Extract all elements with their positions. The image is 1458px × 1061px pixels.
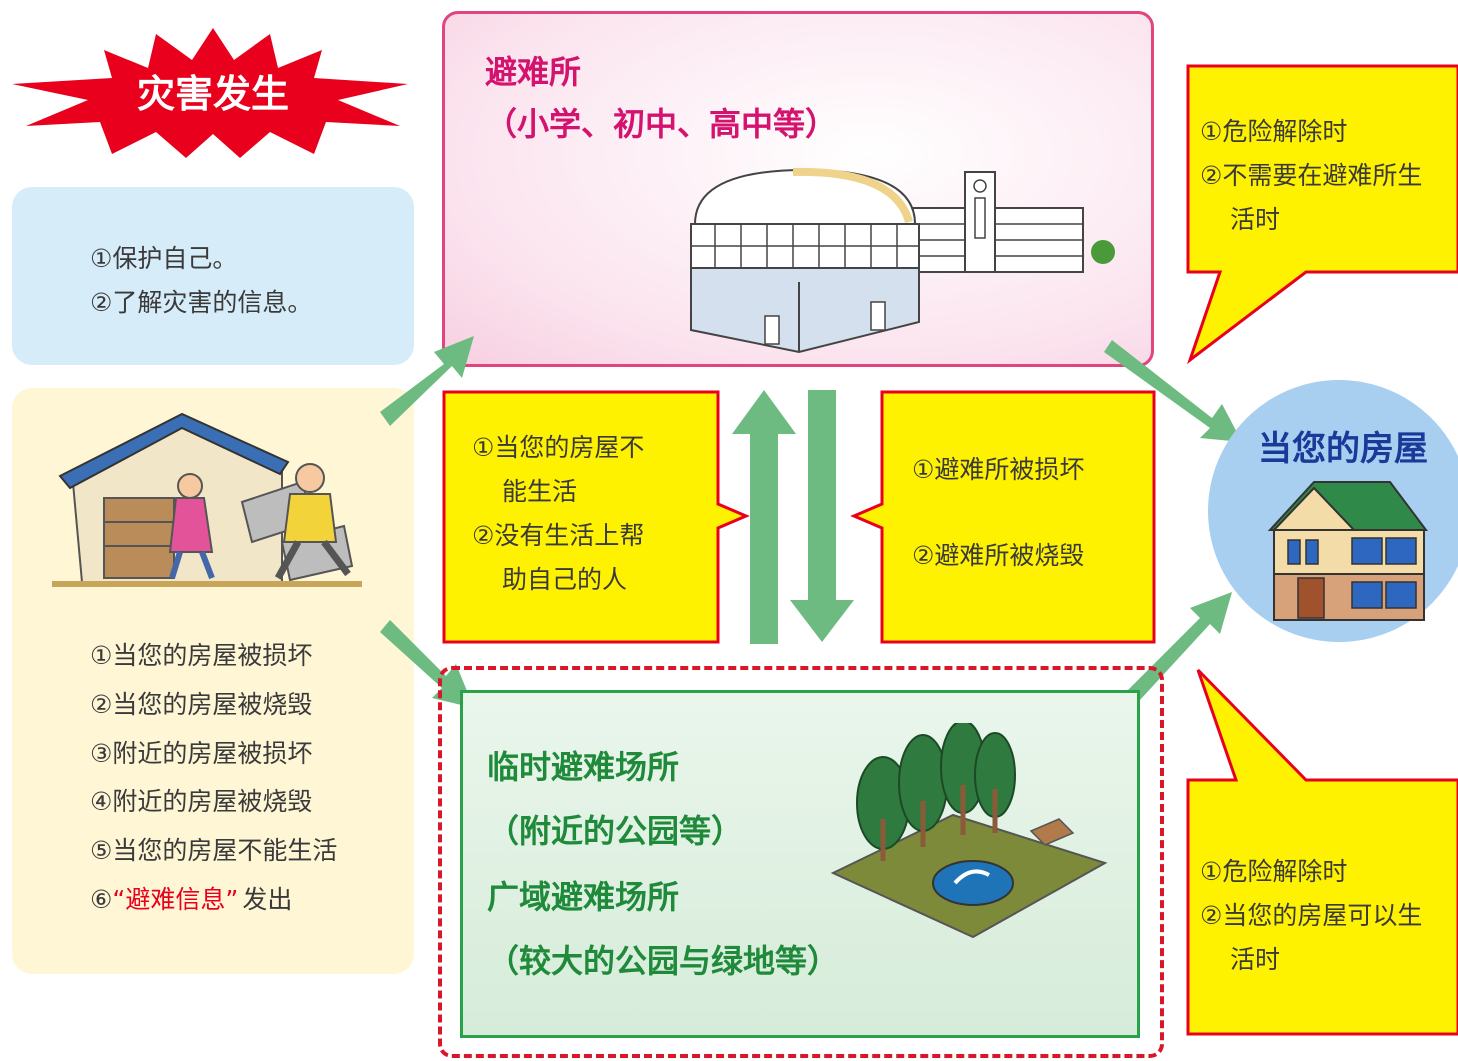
to-shelter-line-1: ①当您的房屋不: [472, 433, 645, 462]
bottom-right-line-1: ①危险解除时: [1200, 857, 1348, 886]
bottom-right-callout-shape: [1186, 668, 1458, 1036]
condition-line-6: ⑥“避难信息”发出: [90, 876, 292, 924]
temporary-area-box: 临时避难场所 （附近的公园等） 广域避难场所 （较大的公园与绿地等）: [460, 690, 1140, 1038]
vertical-arrows: [732, 390, 854, 644]
collapsing-house-illustration: [52, 412, 362, 587]
self-protection-line-2: ②了解灾害的信息。: [90, 288, 313, 317]
condition-line-5: ⑤当您的房屋不能生活: [90, 836, 338, 865]
temp-area-line-4: （较大的公园与绿地等）: [487, 942, 840, 980]
bottom-right-callout: ①危险解除时 ②当您的房屋可以生 活时: [1200, 850, 1422, 982]
self-protection-line-1: ①保护自己。: [90, 244, 238, 273]
temp-area-line-1: 临时避难场所: [487, 748, 680, 786]
to-shelter-callout: ①当您的房屋不 能生活 ②没有生活上帮 助自己的人: [472, 426, 644, 602]
self-protection-box: ①保护自己。 ②了解灾害的信息。: [12, 187, 414, 365]
arrow-shelter-to-home: [1104, 340, 1242, 442]
condition-line-1: ①当您的房屋被损坏: [90, 641, 313, 670]
to-shelter-line-2: 能生活: [502, 477, 578, 506]
shelter-box: 避难所 （小学、初中、高中等）: [442, 11, 1154, 367]
condition-line-6-prefix: ⑥: [90, 885, 113, 914]
top-right-line-3: 活时: [1230, 205, 1281, 234]
bottom-right-line-3: 活时: [1230, 945, 1281, 974]
condition-line-4: ④附近的房屋被烧毁: [90, 787, 313, 816]
top-right-line-2: ②不需要在避难所生: [1200, 161, 1423, 190]
temp-area-line-2: （附近的公园等）: [487, 812, 744, 850]
top-right-callout: ①危险解除时 ②不需要在避难所生 活时: [1200, 110, 1422, 242]
evacuation-info-highlight: “避难信息”: [112, 885, 239, 914]
from-shelter-line-1: ①避难所被损坏: [912, 455, 1085, 484]
from-shelter-line-2: ②避难所被烧毁: [912, 541, 1085, 570]
shelter-title: 避难所: [485, 53, 582, 91]
bottom-right-line-2: ②当您的房屋可以生: [1200, 901, 1423, 930]
home-house-illustration: [1267, 481, 1428, 621]
to-shelter-callout-shape: [442, 390, 750, 644]
condition-line-3: ③附近的房屋被损坏: [90, 739, 313, 768]
disaster-label: 灾害发生: [136, 72, 289, 116]
to-shelter-line-3: ②没有生活上帮: [472, 521, 645, 550]
disaster-starburst: [12, 28, 408, 158]
arrow-to-shelter: [380, 336, 474, 426]
down-arrow: [790, 390, 854, 642]
top-right-line-1: ①危险解除时: [1200, 117, 1348, 146]
to-shelter-line-4: 助自己的人: [502, 565, 628, 594]
evacuation-conditions-box: ①当您的房屋被损坏 ②当您的房屋被烧毁 ③附近的房屋被损坏 ④附近的房屋被烧毁 …: [12, 388, 414, 974]
top-right-callout-shape: [1186, 64, 1458, 364]
temp-area-line-3: 广域避难场所: [487, 878, 680, 916]
condition-line-2: ②当您的房屋被烧毁: [90, 690, 313, 719]
school-building-illustration: [690, 167, 1115, 354]
from-shelter-callout-shape: [850, 390, 1156, 644]
home-label: 当您的房屋: [1258, 429, 1428, 469]
temporary-area-dashed-frame: [438, 666, 1164, 1058]
park-illustration: [830, 723, 1108, 939]
shelter-subtitle: （小学、初中、高中等）: [485, 105, 838, 143]
condition-line-6-suffix: 发出: [242, 885, 293, 914]
arrow-to-temp-area: [380, 620, 474, 708]
up-arrow: [732, 390, 796, 644]
